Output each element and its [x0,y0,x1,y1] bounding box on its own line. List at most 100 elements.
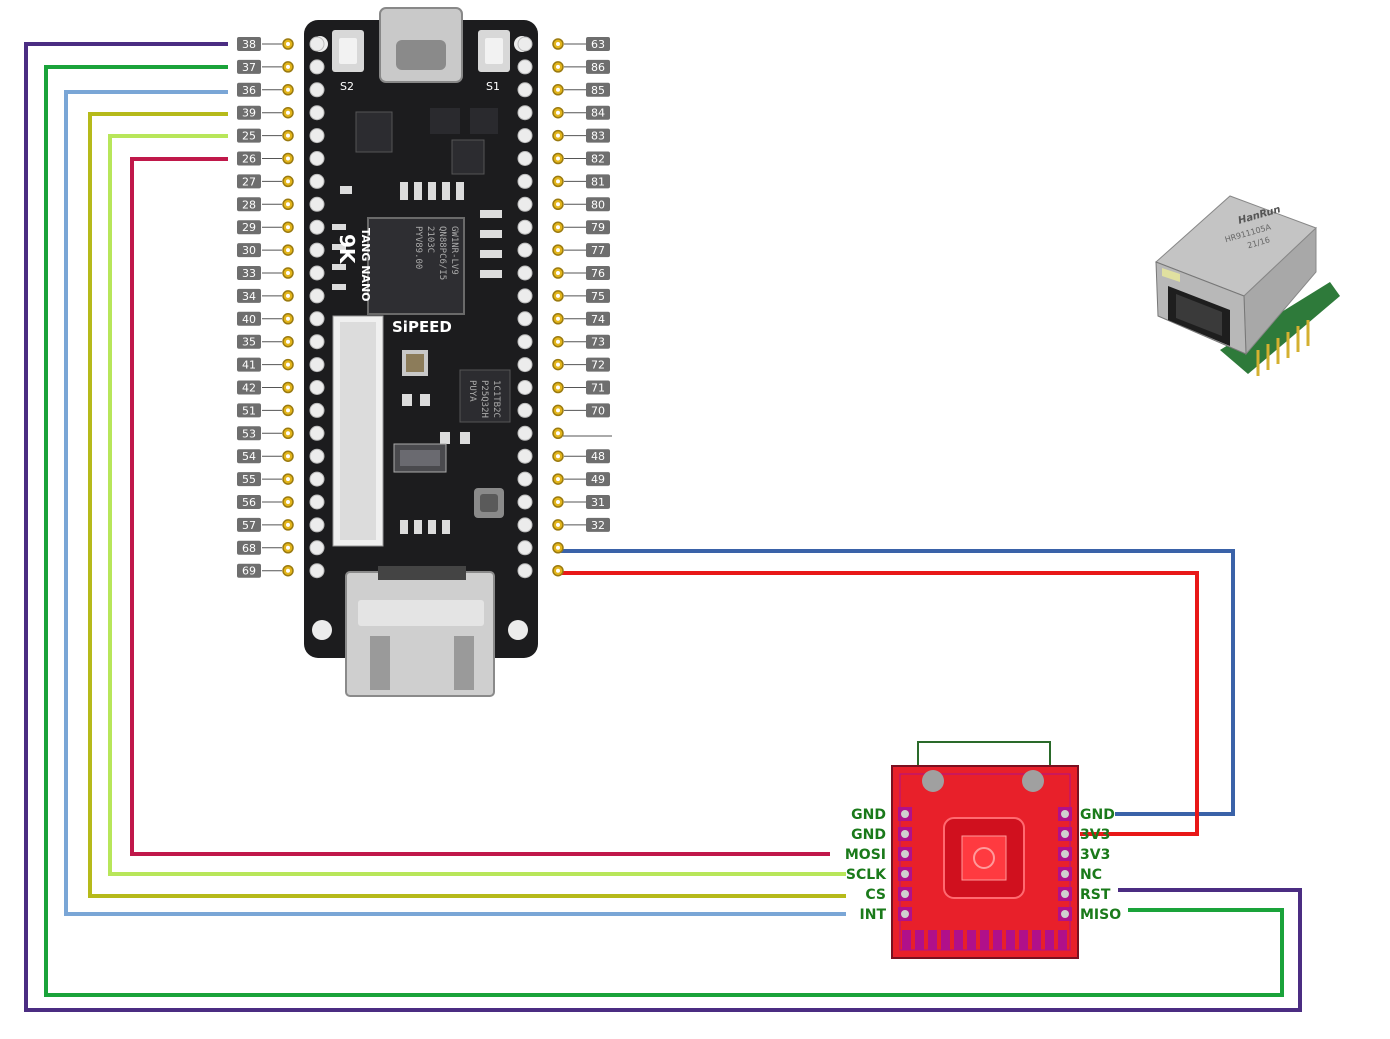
fpga-marking: GW1NR-LV9 QN88PC6/I5 2103C PYV89.00 [413,226,459,280]
pin-label-left: 30 [237,243,294,258]
pin-number: 31 [591,496,605,509]
pin-number: 55 [242,473,256,486]
pin-number: 72 [591,359,605,372]
header-hole [309,173,325,189]
pin-number: 70 [591,404,605,417]
button-s1-label: S1 [486,80,500,93]
pin-number: 36 [242,84,256,97]
header-hole [517,59,533,75]
passive-components [332,182,502,534]
header-hole [517,380,533,395]
psram-marking: PUYA P25Q32H 1C1TB2C [467,380,501,418]
header-hole [309,563,325,579]
pin-number: 63 [591,38,605,51]
pin-label-left: 33 [237,266,294,280]
pin-label-left: 57 [237,517,294,532]
header-hole [517,471,533,487]
pin-label-right: 74 [552,311,610,326]
pin-number: 81 [591,175,605,188]
module-pin-label-left: INT [860,907,887,923]
svg-text:9K: 9K [335,234,359,265]
header-hole [309,425,325,441]
wire-3v3 [560,571,1199,836]
svg-text:PYV89.00: PYV89.00 [413,226,423,269]
pin-label-right: 77 [552,243,610,258]
pin-number: 30 [242,244,256,257]
wire-pin36-int [64,90,846,916]
pin-label-right: 84 [552,105,610,120]
header-hole [517,517,533,533]
pin-label-left: 25 [237,128,294,143]
pin-label-left: 41 [237,357,294,372]
header-hole [517,402,533,418]
pin-label-right: 81 [552,174,610,189]
pin-label-right: 86 [552,59,610,74]
pin-number: 41 [242,359,256,372]
svg-text:TANG NANO: TANG NANO [359,228,372,302]
module-pin-label-right: 3V3 [1080,827,1110,843]
pin-label-left: 55 [237,472,294,487]
header-hole [517,105,533,121]
header-hole [309,242,325,258]
wire-gnd [560,549,1235,816]
brand-logo: SiPEED [392,318,452,336]
pin-number: 53 [242,427,256,440]
pin-number: 54 [242,450,256,463]
rj45-led-left [1162,268,1180,282]
pin-number: 26 [242,153,256,166]
svg-text:2103C: 2103C [425,226,435,253]
pin-number: 84 [591,107,605,120]
pin-label-left: 39 [237,105,294,120]
header-hole [309,128,325,144]
pin-label-left: 51 [237,403,294,418]
pin-number: 80 [591,198,605,211]
pin-label-right: 48 [552,449,610,464]
pin-number: 77 [591,244,605,257]
pin-label-left: 56 [237,495,294,509]
header-hole [517,242,533,258]
pin-label-right: 75 [552,288,610,303]
pin-number: 69 [242,565,256,578]
rj45-pins [1256,320,1310,376]
pin-label-right: 80 [552,197,610,212]
wire-pin39-cs [88,112,846,898]
pin-label-left: 53 [237,426,294,441]
header-hole [517,173,533,189]
pin-number: 74 [591,313,605,326]
header-hole [309,471,325,487]
header-hole [517,196,533,212]
header-hole [517,128,533,144]
pin-label-left: 35 [237,334,294,349]
pin-label-right: 73 [552,334,610,349]
header-hole [517,311,533,327]
module-pin-label-right: MISO [1080,907,1121,923]
header-hole [309,494,325,510]
left-header-holes [309,36,325,579]
module-pin-label-right: NC [1080,867,1102,883]
pin-number: 71 [591,382,605,395]
fpga-chip [367,217,465,315]
module-pin-label-left: SCLK [846,867,887,883]
pin-number: 75 [591,290,605,303]
rj45-jack: HanRun HR911105A 21/16 [1155,195,1340,376]
svg-text:P25Q32H: P25Q32H [479,380,489,418]
pin-label-right: 82 [552,151,610,166]
header-hole [309,448,325,464]
right-pin-labels: 6386858483828180797776757473727170484931… [552,37,610,577]
pin-label-right: 32 [552,517,610,532]
small-chip [451,139,485,175]
flash-chip [355,111,393,153]
pin-number: 40 [242,313,256,326]
pin-label-left: 69 [237,563,294,578]
svg-text:1C1TB2C: 1C1TB2C [491,380,501,418]
module-pin-label-left: CS [865,887,886,903]
pin-label-left: 36 [237,82,294,97]
pin-label-right: 49 [552,472,610,487]
pin-label-left: 29 [237,220,294,235]
header-hole [517,82,533,98]
header-hole [309,380,325,395]
module-pin-label-left: MOSI [845,847,886,863]
